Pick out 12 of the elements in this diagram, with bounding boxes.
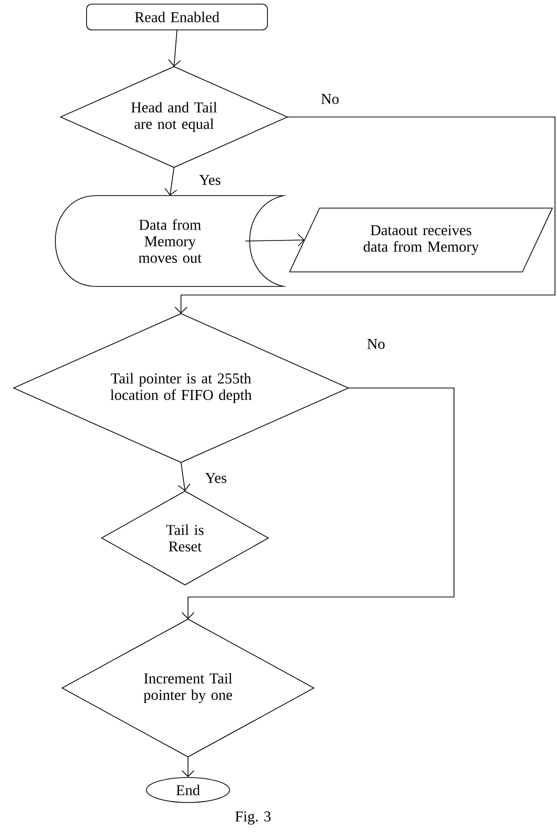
arrow xyxy=(182,756,194,778)
arrow xyxy=(164,167,178,196)
arrow xyxy=(182,388,454,620)
figure-caption: Fig. 3 xyxy=(235,811,271,825)
edge-label: No xyxy=(366,338,386,350)
arrow xyxy=(168,30,181,67)
edge-label: Yes xyxy=(198,174,222,186)
arrow xyxy=(178,462,190,492)
edge-label: Yes xyxy=(204,472,228,484)
arrow xyxy=(174,116,556,314)
start-box: Read Enabled xyxy=(86,4,268,30)
edge-label: No xyxy=(320,93,340,105)
